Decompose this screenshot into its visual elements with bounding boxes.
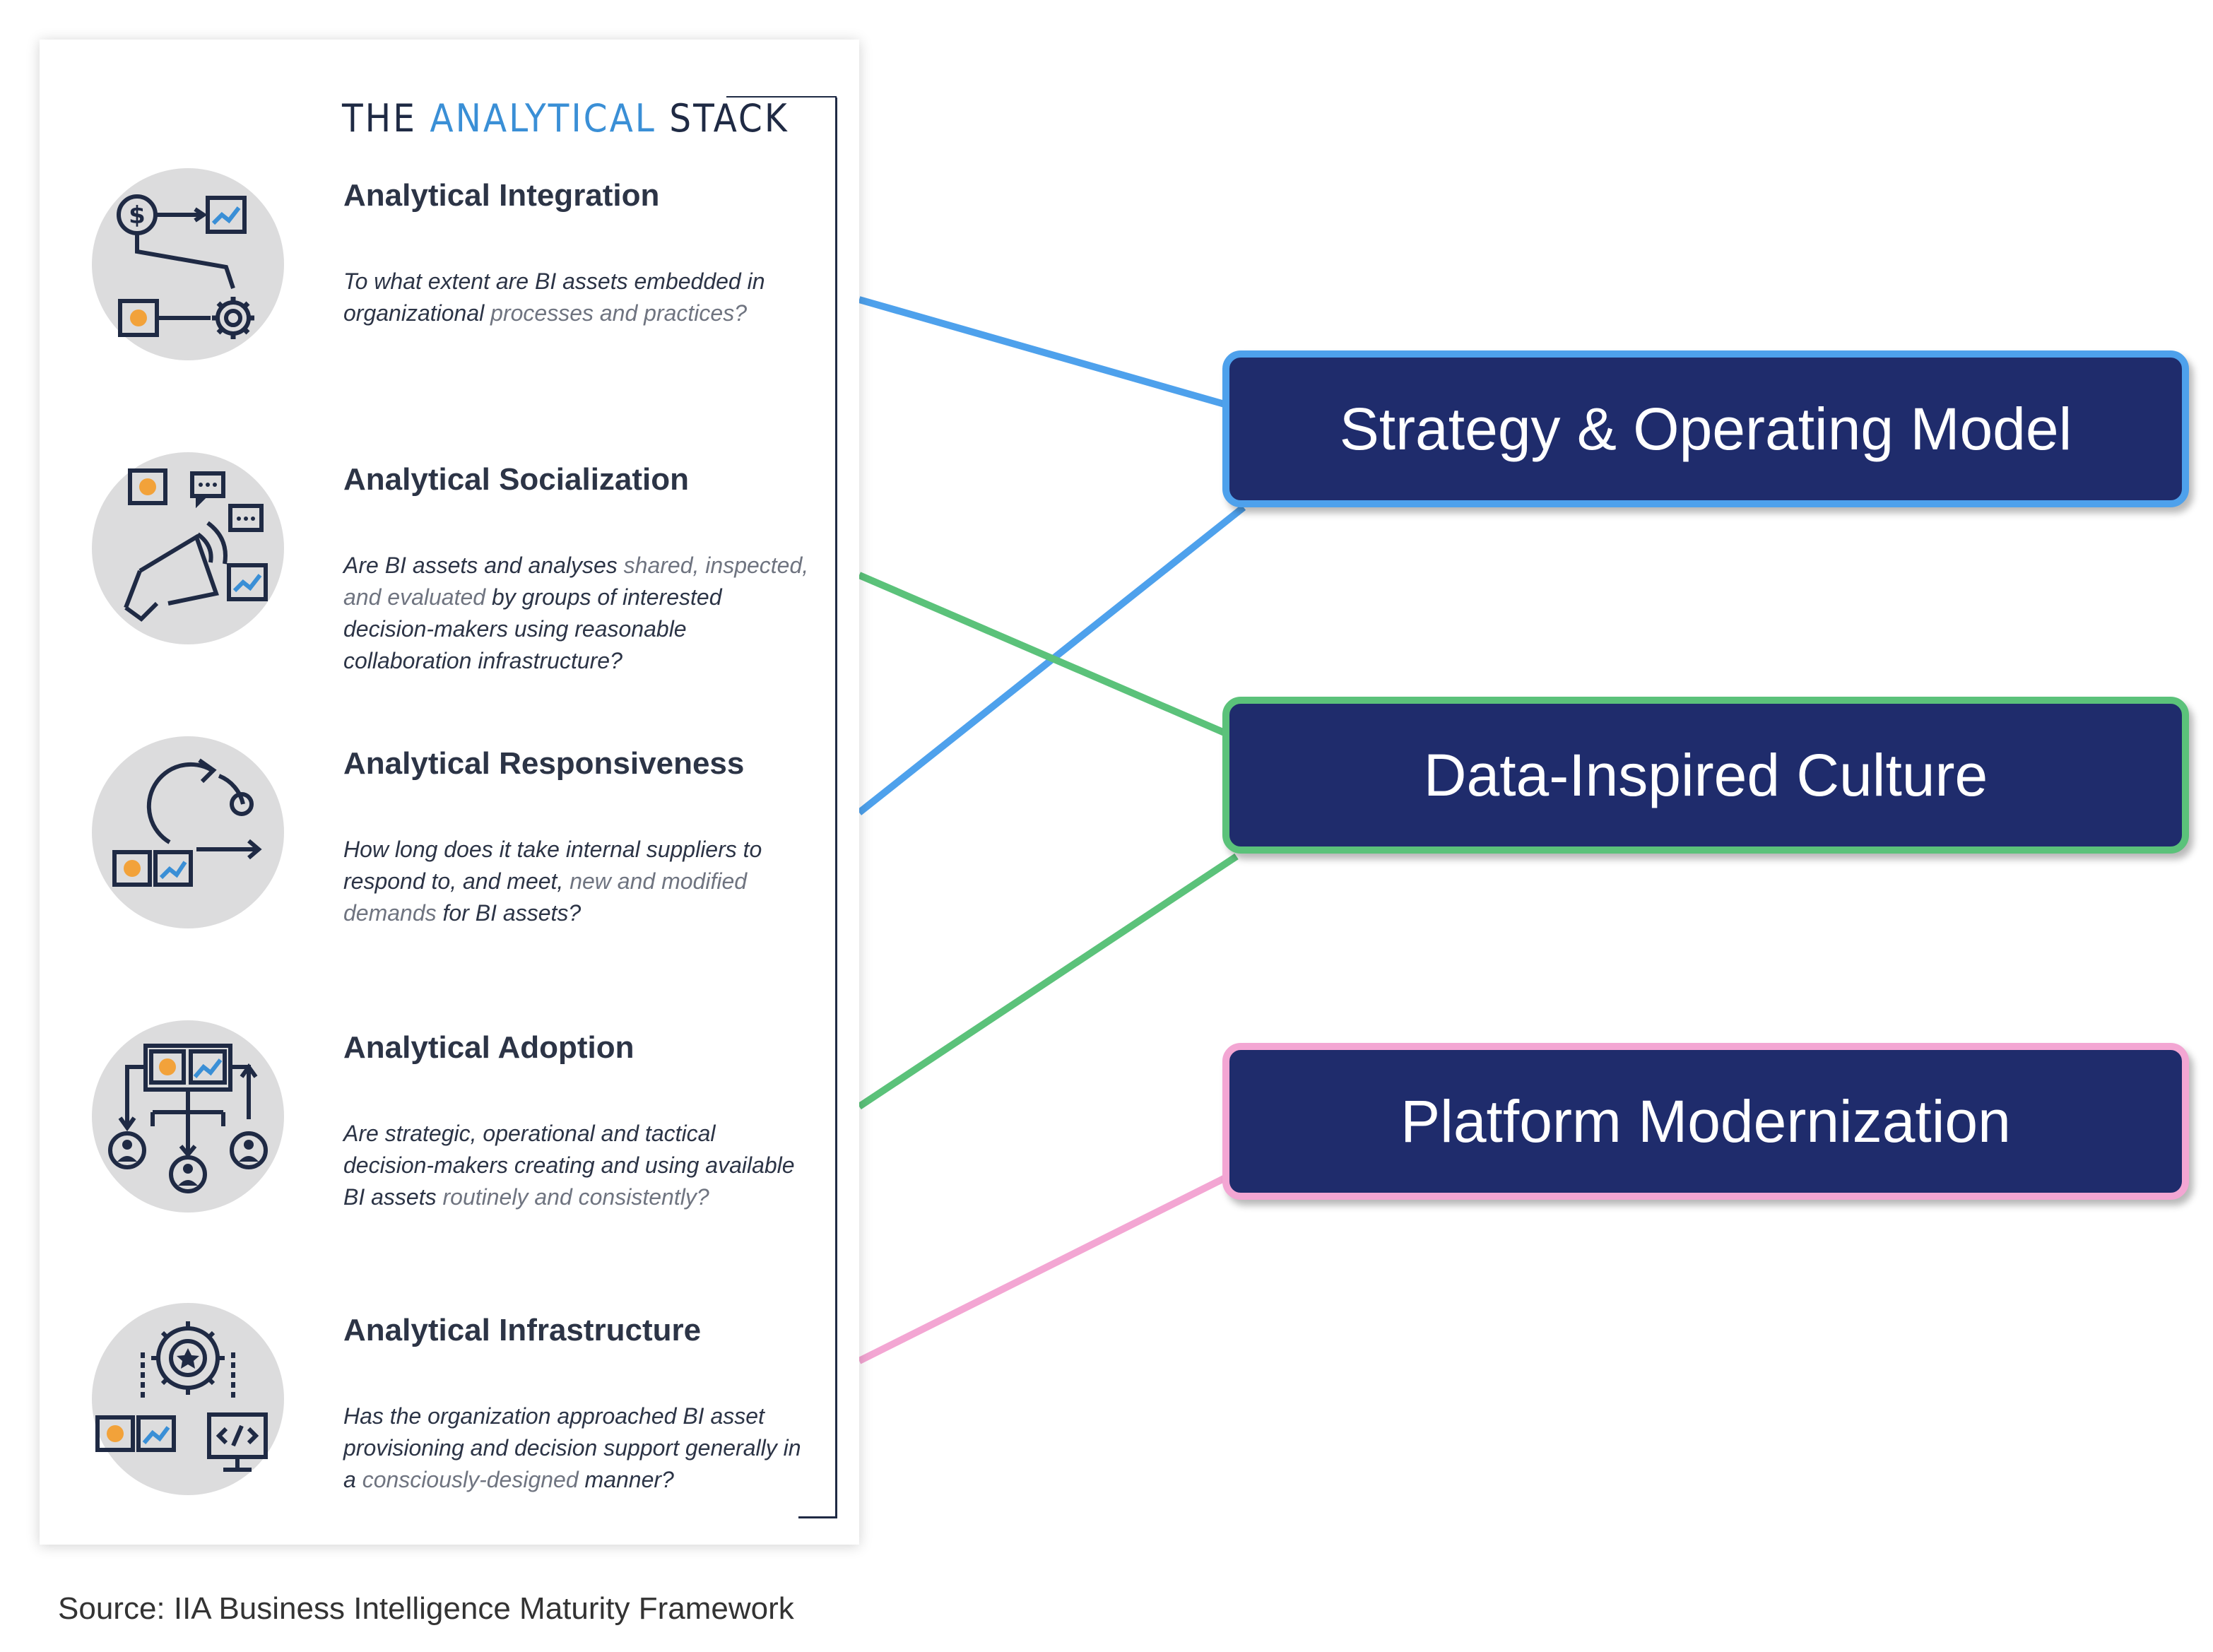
icon-circle: [92, 1020, 284, 1213]
users-dashboard-icon: [108, 1044, 268, 1193]
svg-text:$: $: [129, 201, 146, 230]
item-description: Has the organization approached BI asset…: [343, 1400, 810, 1496]
desc-part-light: routinely and consistently?: [436, 1184, 709, 1210]
item-title: Analytical Socialization: [343, 462, 690, 497]
desc-part: Are strategic, operational and tactical …: [343, 1121, 795, 1210]
icon-circle: [92, 736, 284, 928]
desc-part: To what extent are BI assets embedded in…: [343, 269, 765, 326]
connector-integration-to-strategy: [858, 296, 1231, 409]
item-description: How long does it take internal suppliers…: [343, 834, 810, 929]
item-title: Analytical Responsiveness: [343, 746, 745, 781]
icon-circle: [92, 1303, 284, 1495]
desc-part: How long does it take internal suppliers…: [343, 837, 762, 894]
connector-infrastructure-to-platform: [857, 1172, 1232, 1364]
desc-part-light: consciously-designed: [355, 1467, 579, 1492]
refresh-cycle-icon: [112, 758, 262, 887]
stack-title-stack: STACK: [669, 96, 789, 141]
item-title: Analytical Adoption: [343, 1030, 635, 1065]
box-label: Platform Modernization: [1400, 1087, 2011, 1155]
source-caption: Source: IIA Business Intelligence Maturi…: [58, 1591, 794, 1626]
icon-circle: [92, 452, 284, 644]
item-title: Analytical Infrastructure: [343, 1313, 702, 1347]
strategy-operating-model-box: Strategy & Operating Model: [1222, 350, 2189, 507]
desc-part: by groups of interested decision-makers …: [343, 584, 722, 673]
stack-item-adoption: Analytical Adoption Are strategic, opera…: [40, 1020, 817, 1246]
desc-part: manner?: [578, 1467, 674, 1492]
analytical-stack-card: THE ANALYTICAL STACK $: [40, 40, 859, 1545]
bracket-right-line: [835, 98, 837, 1518]
stack-item-integration: $ Analytical Integration To what extent …: [40, 168, 817, 394]
desc-part: Has the organization approached BI asset…: [343, 1403, 801, 1492]
box-label: Data-Inspired Culture: [1423, 741, 1988, 808]
gear-code-monitor-icon: [95, 1321, 268, 1472]
connector-adoption-to-culture: [857, 853, 1239, 1110]
box-label: Strategy & Operating Model: [1339, 395, 2072, 462]
stack-item-infrastructure: Analytical Infrastructure Has the organi…: [40, 1303, 817, 1529]
desc-part-light: processes and practices?: [484, 300, 747, 326]
megaphone-icon: [124, 468, 268, 622]
stack-title-the: THE: [342, 96, 417, 141]
item-description: To what extent are BI assets embedded in…: [343, 266, 810, 329]
item-description: Are strategic, operational and tactical …: [343, 1118, 810, 1213]
desc-part-light: shared, inspected, and evaluated: [343, 553, 809, 610]
stack-item-responsiveness: Analytical Responsiveness How long does …: [40, 736, 817, 962]
stack-item-socialization: Analytical Socialization Are BI assets a…: [40, 452, 817, 678]
stack-title-analytical: ANALYTICAL: [430, 96, 656, 141]
item-title: Analytical Integration: [343, 178, 660, 213]
stack-title: THE ANALYTICAL STACK: [342, 96, 789, 141]
bracket-bottom-line: [798, 1516, 837, 1518]
platform-modernization-box: Platform Modernization: [1222, 1043, 2189, 1200]
money-flow-gear-icon: $: [117, 194, 254, 339]
desc-part-light: new and modified demands: [343, 868, 748, 926]
connector-socialization-to-culture: [858, 572, 1231, 738]
desc-part: for BI assets?: [436, 900, 582, 926]
data-inspired-culture-box: Data-Inspired Culture: [1222, 697, 2189, 854]
item-description: Are BI assets and analyses shared, inspe…: [343, 550, 810, 677]
bracket-top-line: [726, 96, 837, 98]
icon-circle: $: [92, 168, 284, 360]
desc-part: Are BI assets and analyses: [343, 553, 618, 578]
